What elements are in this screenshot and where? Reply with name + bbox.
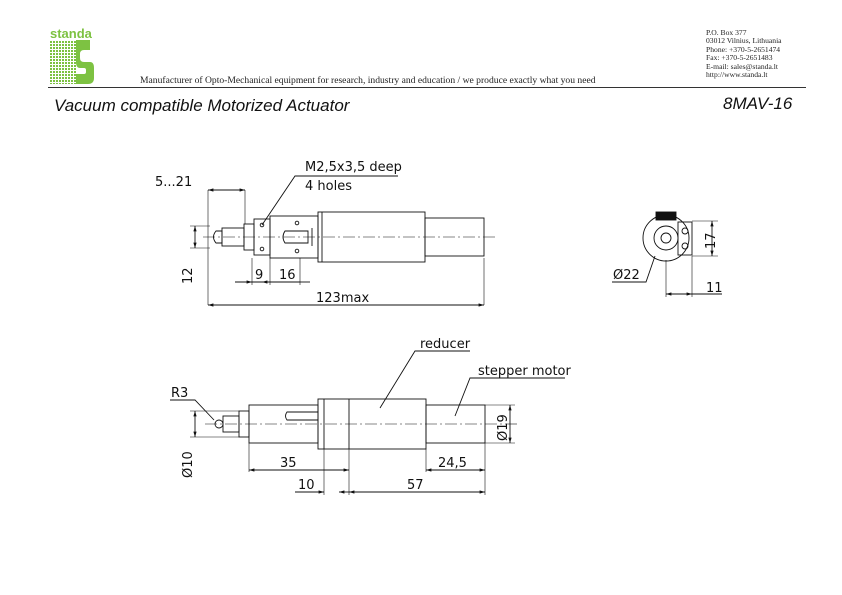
company-tagline: Manufacturer of Opto-Mechanical equipmen… xyxy=(140,75,596,86)
dim-height: 12 xyxy=(181,267,196,284)
contact-block: P.O. Box 377 03012 Vilnius, Lithuania Ph… xyxy=(706,28,782,80)
contact-line: Fax: +370-5-2651483 xyxy=(706,53,773,63)
side-view xyxy=(170,350,565,495)
dim-dia19: Ø19 xyxy=(496,414,511,441)
model-number: 8MAV-16 xyxy=(723,94,793,113)
logo-graphic xyxy=(50,40,94,84)
contact-line: P.O. Box 377 xyxy=(706,28,747,37)
page-title: Vacuum compatible Motorized Actuator xyxy=(54,96,350,115)
dim-thread: M2,5x3,5 deep xyxy=(305,160,402,175)
dim-r3: R3 xyxy=(171,386,188,401)
dim-24-5: 24,5 xyxy=(438,456,467,471)
tagline-emphasis: we produce exactly what you need xyxy=(460,75,596,86)
dim-holes: 4 holes xyxy=(305,179,352,194)
logo-wordmark: standa xyxy=(50,26,92,41)
top-view xyxy=(190,175,495,307)
contact-line[interactable]: http://www.standa.lt xyxy=(706,70,768,80)
label-reducer: reducer xyxy=(420,337,471,352)
end-view xyxy=(612,211,722,297)
dim-dia10: Ø10 xyxy=(181,451,196,478)
dim-17: 17 xyxy=(704,232,719,249)
contact-line: Phone: +370-5-2651474 xyxy=(706,44,781,54)
dim-57: 57 xyxy=(407,478,424,493)
tagline-main: Manufacturer of Opto-Mechanical equipmen… xyxy=(140,75,461,86)
contact-line: 03012 Vilnius, Lithuania xyxy=(706,36,782,46)
dim-dia22: Ø22 xyxy=(613,268,640,283)
dim-length: 123max xyxy=(316,291,369,306)
dim-10: 10 xyxy=(298,478,315,493)
standa-logo: standa xyxy=(50,26,94,86)
label-stepper-motor: stepper motor xyxy=(478,364,572,379)
dim-9: 9 xyxy=(255,268,263,283)
dim-travel: 5...21 xyxy=(155,175,192,190)
contact-line[interactable]: E-mail: sales@standa.lt xyxy=(706,61,778,71)
dim-11: 11 xyxy=(706,281,723,296)
header-divider xyxy=(48,87,806,88)
dim-16: 16 xyxy=(279,268,296,283)
dim-35: 35 xyxy=(280,456,297,471)
